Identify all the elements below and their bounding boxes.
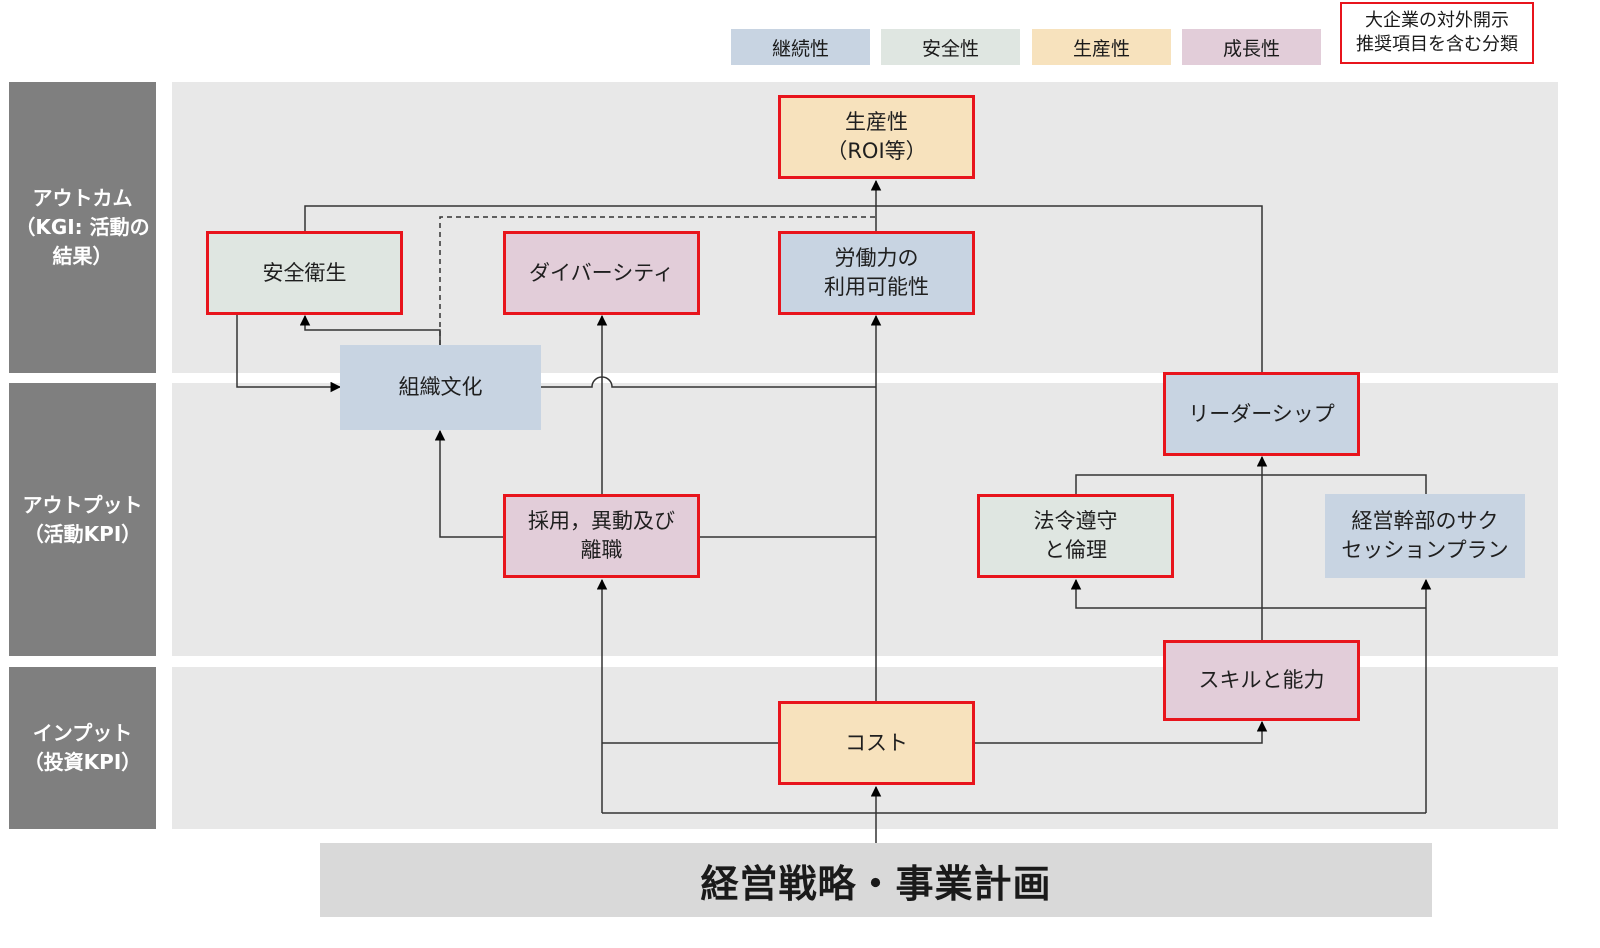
connector-cost-skills	[974, 720, 1268, 744]
node-hiring-turnover: 採用，異動及び 離職	[503, 494, 700, 578]
node-compliance-ethics: 法令遵守 と倫理	[977, 494, 1174, 578]
foundation-strategy: 経営戦略・事業計画	[320, 843, 1432, 917]
connector-culture-productivity	[439, 216, 876, 345]
node-label: 離職	[580, 538, 623, 562]
connector-hiring-culture	[434, 429, 503, 538]
legend-label: 継続性	[771, 37, 829, 60]
row-label-line: インプット	[32, 721, 133, 745]
node-label: 利用可能性	[824, 275, 929, 299]
connector-safety-productivity	[304, 205, 1263, 372]
row-label-line: アウトプット	[22, 492, 143, 517]
node-cost: コスト	[778, 701, 975, 785]
node-label: 経営幹部のサク	[1351, 509, 1499, 533]
node-label: コスト	[845, 730, 908, 755]
node-labor-availability: 労働力の 利用可能性	[778, 231, 975, 315]
row-label-line: （投資KPI）	[23, 750, 142, 774]
node-label: 組織文化	[398, 375, 483, 399]
node-label: 労働力の	[834, 246, 919, 270]
legend-note-line1: 大企業の対外開示	[1365, 10, 1509, 31]
row-label-line: （活動KPI）	[23, 521, 142, 546]
legend-label: 成長性	[1222, 37, 1280, 60]
connector-culture-safety	[299, 314, 441, 345]
node-safety-health: 安全衛生	[206, 231, 403, 315]
legend-disclosure-note: 大企業の対外開示 推奨項目を含む分類	[1340, 2, 1534, 64]
legend-item-growth: 成長性	[1182, 29, 1321, 65]
node-label: 採用，異動及び	[528, 509, 675, 533]
node-label: スキルと能力	[1198, 668, 1325, 692]
connector-skills-compliance	[1070, 578, 1426, 609]
connector-leadership-branch	[1075, 474, 1427, 494]
node-label: と倫理	[1044, 538, 1107, 562]
node-label: 安全衛生	[262, 260, 347, 285]
row-label-outcome: アウトカム （KGI: 活動の 結果）	[9, 82, 156, 373]
node-succession-plan: 経営幹部のサク セッションプラン	[1325, 494, 1525, 578]
node-diversity: ダイバーシティ	[503, 231, 700, 315]
node-label: 生産性	[845, 110, 908, 134]
node-label: リーダーシップ	[1188, 401, 1335, 426]
row-label-input: インプット （投資KPI）	[9, 667, 156, 829]
foundation-label: 経営戦略・事業計画	[700, 861, 1052, 906]
node-label: 法令遵守	[1033, 509, 1118, 533]
node-organizational-culture: 組織文化	[340, 345, 541, 430]
legend-item-productivity: 生産性	[1032, 29, 1171, 65]
row-label-line: （KGI: 活動の	[15, 215, 150, 239]
legend-label: 生産性	[1072, 37, 1130, 60]
node-label: セッションプラン	[1341, 538, 1509, 562]
node-productivity: 生産性 （ROI等）	[778, 95, 975, 179]
node-skills-capabilities: スキルと能力	[1163, 640, 1360, 721]
connector-culture-labor	[541, 376, 876, 388]
node-leadership: リーダーシップ	[1163, 372, 1360, 456]
legend-item-safety: 安全性	[881, 29, 1020, 65]
node-label: ダイバーシティ	[529, 260, 674, 285]
legend-label: 安全性	[921, 37, 979, 60]
connector-safety-culture	[236, 314, 342, 393]
legend-item-continuity: 継続性	[731, 29, 870, 65]
row-label-line: アウトカム	[32, 186, 133, 210]
row-label-output: アウトプット （活動KPI）	[9, 383, 156, 656]
node-label: （ROI等）	[826, 139, 927, 163]
legend-note-line2: 推奨項目を含む分類	[1356, 34, 1518, 55]
row-label-line: 結果）	[52, 244, 113, 268]
